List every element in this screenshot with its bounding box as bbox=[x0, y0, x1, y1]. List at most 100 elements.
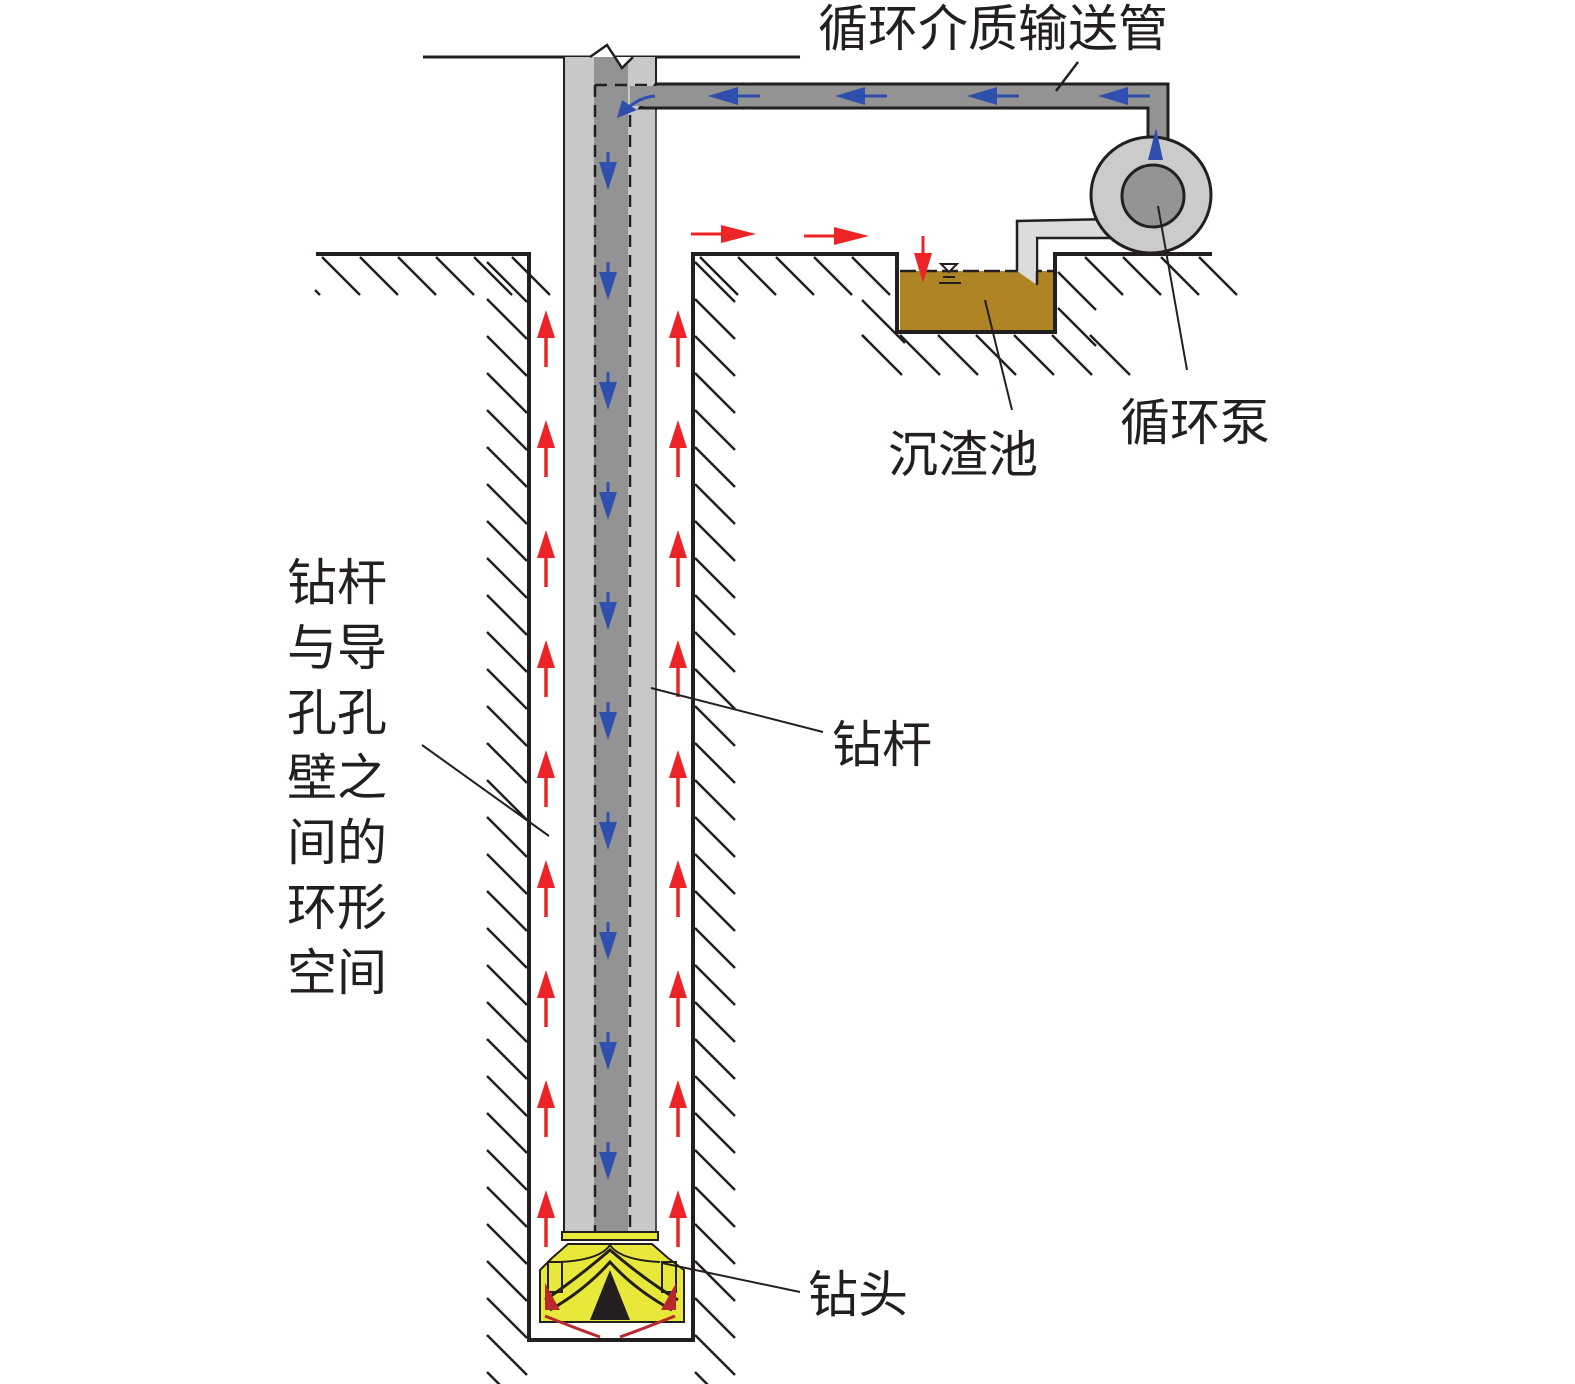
hatch-line bbox=[1198, 256, 1238, 296]
flow-arrow-up bbox=[537, 1190, 555, 1218]
hatch-line bbox=[486, 742, 528, 784]
hatch-line bbox=[694, 705, 736, 747]
label-drill-bit: 钻头 bbox=[808, 1266, 908, 1324]
label-transport-pipe: 循环介质输送管 bbox=[818, 0, 1168, 58]
flow-arrow-up bbox=[537, 860, 555, 888]
hatch-line bbox=[486, 483, 528, 525]
hatch-line bbox=[694, 1223, 736, 1265]
hatch-line bbox=[486, 261, 528, 303]
flow-arrow-up bbox=[669, 750, 687, 778]
label-annulus-line: 孔孔 bbox=[287, 684, 387, 742]
hatch-line bbox=[486, 1223, 528, 1265]
hatch-line bbox=[851, 256, 891, 296]
flow-arrow-down-head bbox=[599, 932, 617, 960]
hatch-line bbox=[694, 853, 736, 895]
water-level-icon bbox=[938, 263, 961, 284]
hatch-line bbox=[694, 1038, 736, 1080]
hatch-line bbox=[321, 256, 361, 296]
label-pump: 循环泵 bbox=[1120, 394, 1270, 452]
hatch-line bbox=[694, 1334, 736, 1376]
hatch-line bbox=[473, 256, 513, 296]
label-annulus-line: 空间 bbox=[287, 944, 387, 1002]
label-annulus-line: 钻杆 bbox=[287, 554, 387, 612]
drill-bit bbox=[539, 1231, 685, 1339]
pump-impeller bbox=[1120, 163, 1186, 229]
label-annulus-line: 间的 bbox=[287, 814, 387, 872]
flow-arrow-right-head bbox=[834, 227, 869, 245]
hatch-line bbox=[486, 446, 528, 488]
flow-arrow-up bbox=[669, 970, 687, 998]
hatch-line bbox=[694, 1297, 736, 1339]
settling-pool-outline bbox=[895, 254, 1057, 334]
hatch-line bbox=[694, 483, 736, 525]
leader-drill-bit bbox=[661, 1262, 801, 1293]
hatch-line bbox=[486, 853, 528, 895]
hatch-line bbox=[694, 1075, 736, 1117]
hatch-line bbox=[861, 334, 903, 376]
hatch-line bbox=[694, 1112, 736, 1154]
flow-arrow-up bbox=[669, 860, 687, 888]
flow-arrow-up bbox=[537, 1080, 555, 1108]
hatch-line bbox=[694, 1371, 709, 1384]
hatch-line bbox=[486, 335, 528, 377]
hatch-line bbox=[486, 927, 528, 969]
label-annulus-line: 环形 bbox=[287, 879, 387, 937]
label-annulus: 钻杆 与导 孔孔 壁之 间的 环形 空间 bbox=[287, 554, 387, 1002]
hatch-line bbox=[813, 256, 853, 296]
hatch-line bbox=[486, 1075, 528, 1117]
hatch-line bbox=[775, 256, 815, 296]
hatch-line bbox=[486, 372, 528, 414]
hatch-line bbox=[694, 409, 736, 451]
flow-arrow-down-head bbox=[599, 1042, 617, 1070]
hatch-line bbox=[486, 409, 528, 451]
ground-left bbox=[316, 252, 1212, 1342]
hatch-line bbox=[694, 594, 736, 636]
leader-pump bbox=[1157, 205, 1188, 371]
hatch-line bbox=[397, 256, 437, 296]
hatch-line bbox=[861, 299, 906, 344]
flow-arrow-up bbox=[669, 1190, 687, 1218]
flow-arrow-up bbox=[537, 640, 555, 668]
hatch-line bbox=[486, 1297, 528, 1339]
hatch-line bbox=[694, 446, 736, 488]
hatch-line bbox=[486, 779, 528, 821]
hatch-line bbox=[486, 594, 528, 636]
flow-arrow-up bbox=[537, 970, 555, 998]
hatch-line bbox=[359, 256, 399, 296]
hatch-line bbox=[899, 334, 941, 376]
leader-drill-pipe bbox=[650, 687, 824, 733]
suction-pipe-fill bbox=[1019, 238, 1036, 271]
flow-arrow-pool-down-head bbox=[914, 253, 932, 283]
flow-arrow-down-head bbox=[599, 712, 617, 740]
ground-hatching bbox=[314, 256, 1238, 1384]
hatch-line bbox=[694, 631, 736, 673]
hatch-line bbox=[975, 334, 1017, 376]
label-annulus-line: 壁之 bbox=[287, 749, 387, 807]
hatch-line bbox=[486, 705, 528, 747]
flow-arrow-up bbox=[669, 310, 687, 338]
hatch-line bbox=[486, 1186, 528, 1228]
hatch-line bbox=[1013, 334, 1055, 376]
hatch-line bbox=[937, 334, 979, 376]
flow-arrow-elbow-head bbox=[617, 100, 637, 118]
drill-pipe-bore bbox=[594, 57, 628, 1232]
flow-arrow-down-head bbox=[599, 1152, 617, 1180]
hatch-line bbox=[486, 631, 528, 673]
flow-arrow-down-head bbox=[599, 382, 617, 410]
hatch-line bbox=[694, 1186, 736, 1228]
flow-arrow-down-head bbox=[599, 822, 617, 850]
hatch-line bbox=[1057, 271, 1097, 311]
flow-arrow-up bbox=[669, 530, 687, 558]
hatch-line bbox=[694, 557, 736, 599]
label-annulus-line: 与导 bbox=[287, 619, 387, 677]
flow-arrow-up bbox=[537, 310, 555, 338]
hatch-line bbox=[486, 890, 528, 932]
hatch-line bbox=[1160, 256, 1200, 296]
flow-arrow-pump-up bbox=[1148, 128, 1163, 160]
hatch-line bbox=[486, 668, 528, 710]
hatch-line bbox=[1057, 307, 1097, 347]
hatch-line bbox=[486, 1149, 528, 1191]
flow-arrow-left bbox=[835, 87, 865, 105]
hatch-line bbox=[694, 668, 736, 710]
